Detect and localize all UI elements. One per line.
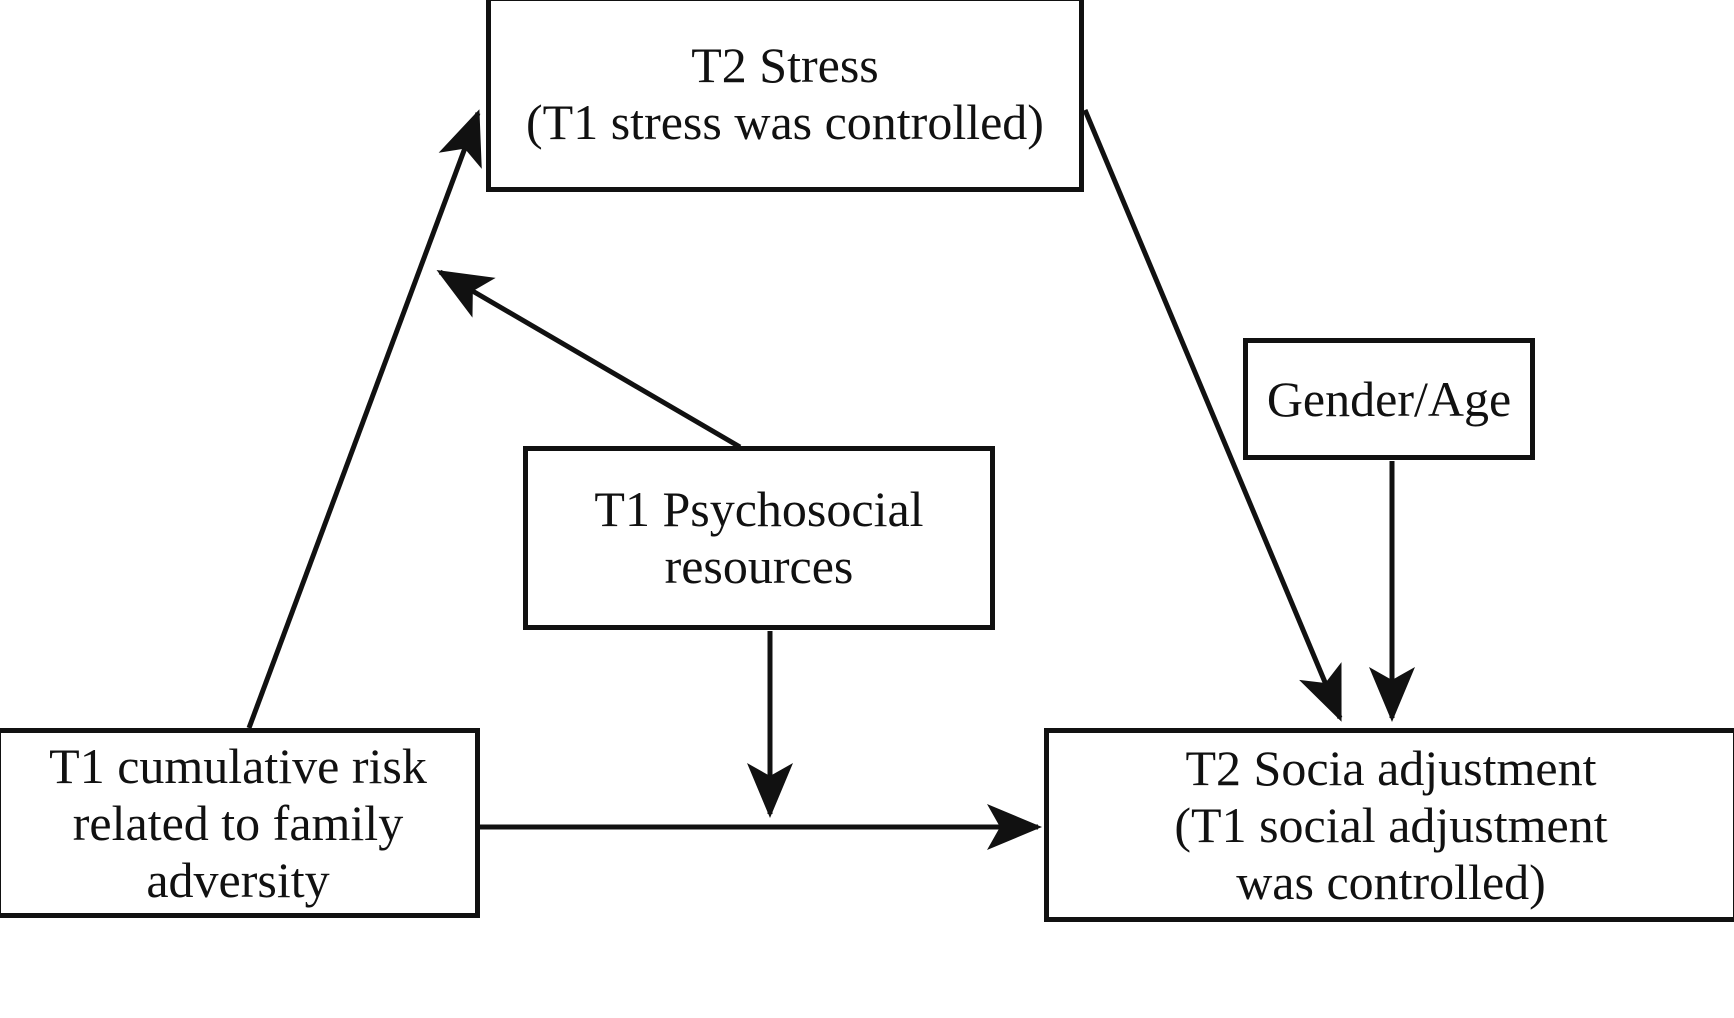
node-gender-age-label: Gender/Age	[1266, 370, 1512, 427]
node-gender-age[interactable]: Gender/Age	[1243, 338, 1535, 460]
node-t2-stress-label: T2 Stress (T1 stress was controlled)	[526, 37, 1044, 150]
node-psychosocial-resources[interactable]: T1 Psychosocial resources	[523, 446, 995, 630]
edge-psychosocial-to-stress-path	[436, 269, 742, 450]
node-cumulative-risk[interactable]: T1 cumulative risk related to family adv…	[0, 728, 480, 918]
edge-risk-to-stress	[246, 109, 482, 729]
node-social-adjustment[interactable]: T2 Socia adjustment (T1 social adjustmen…	[1044, 728, 1734, 922]
node-t2-stress[interactable]: T2 Stress (T1 stress was controlled)	[486, 0, 1084, 192]
node-psychosocial-resources-label: T1 Psychosocial resources	[594, 481, 924, 594]
node-cumulative-risk-label: T1 cumulative risk related to family adv…	[49, 737, 427, 908]
node-social-adjustment-label: T2 Socia adjustment (T1 social adjustmen…	[1174, 739, 1608, 910]
